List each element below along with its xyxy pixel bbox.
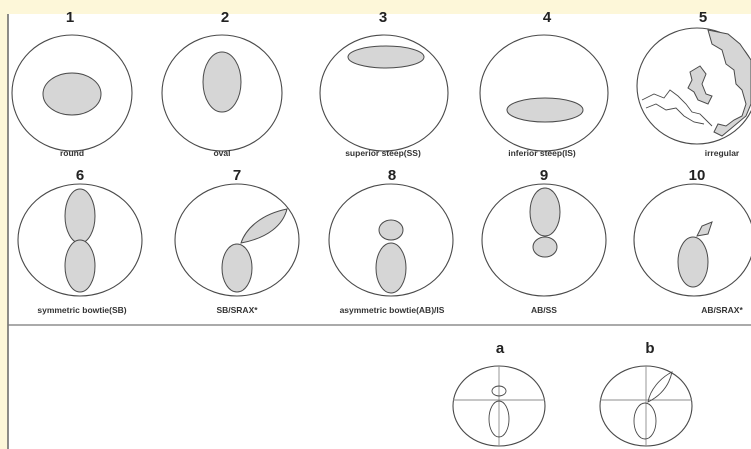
inset-label: b bbox=[645, 340, 654, 357]
pattern-number: 2 bbox=[221, 9, 229, 26]
steep-lobe-upper bbox=[379, 220, 403, 240]
pattern-number: 7 bbox=[233, 167, 241, 184]
pattern-label: round bbox=[60, 148, 84, 158]
steep-zone bbox=[507, 98, 583, 122]
steep-zone bbox=[348, 46, 424, 68]
pattern-label: AB/SRAX* bbox=[701, 305, 743, 315]
steep-lobe-lower bbox=[533, 237, 557, 257]
pattern-label: AB/SS bbox=[531, 305, 557, 315]
steep-lobe-lower bbox=[678, 237, 708, 287]
pattern-label: symmetric bowtie(SB) bbox=[37, 305, 126, 315]
pattern-number: 1 bbox=[66, 9, 74, 26]
pattern-label: oval bbox=[213, 148, 230, 158]
pattern-number: 9 bbox=[540, 167, 548, 184]
pattern-number: 10 bbox=[689, 167, 706, 184]
steep-lobe-upper bbox=[530, 188, 560, 236]
steep-lobe-lower bbox=[376, 243, 406, 293]
pattern-label: irregular bbox=[705, 148, 740, 158]
inset-label: a bbox=[496, 340, 505, 357]
pattern-label: inferior steep(IS) bbox=[508, 148, 576, 158]
pattern-number: 5 bbox=[699, 9, 707, 26]
steep-lobe-lower bbox=[65, 240, 95, 292]
pattern-number: 4 bbox=[543, 9, 552, 26]
pattern-label: superior steep(SS) bbox=[345, 148, 421, 158]
pattern-number: 6 bbox=[76, 167, 84, 184]
pattern-number: 8 bbox=[388, 167, 396, 184]
steep-zone bbox=[203, 52, 241, 112]
steep-lobe-lower bbox=[222, 244, 252, 292]
pattern-label: asymmetric bowtie(AB)/IS bbox=[340, 305, 445, 315]
pattern-number: 3 bbox=[379, 9, 387, 26]
steep-lobe-upper bbox=[65, 189, 95, 243]
cornea-outline bbox=[480, 35, 608, 151]
pattern-label: SB/SRAX* bbox=[216, 305, 258, 315]
steep-zone bbox=[43, 73, 101, 115]
